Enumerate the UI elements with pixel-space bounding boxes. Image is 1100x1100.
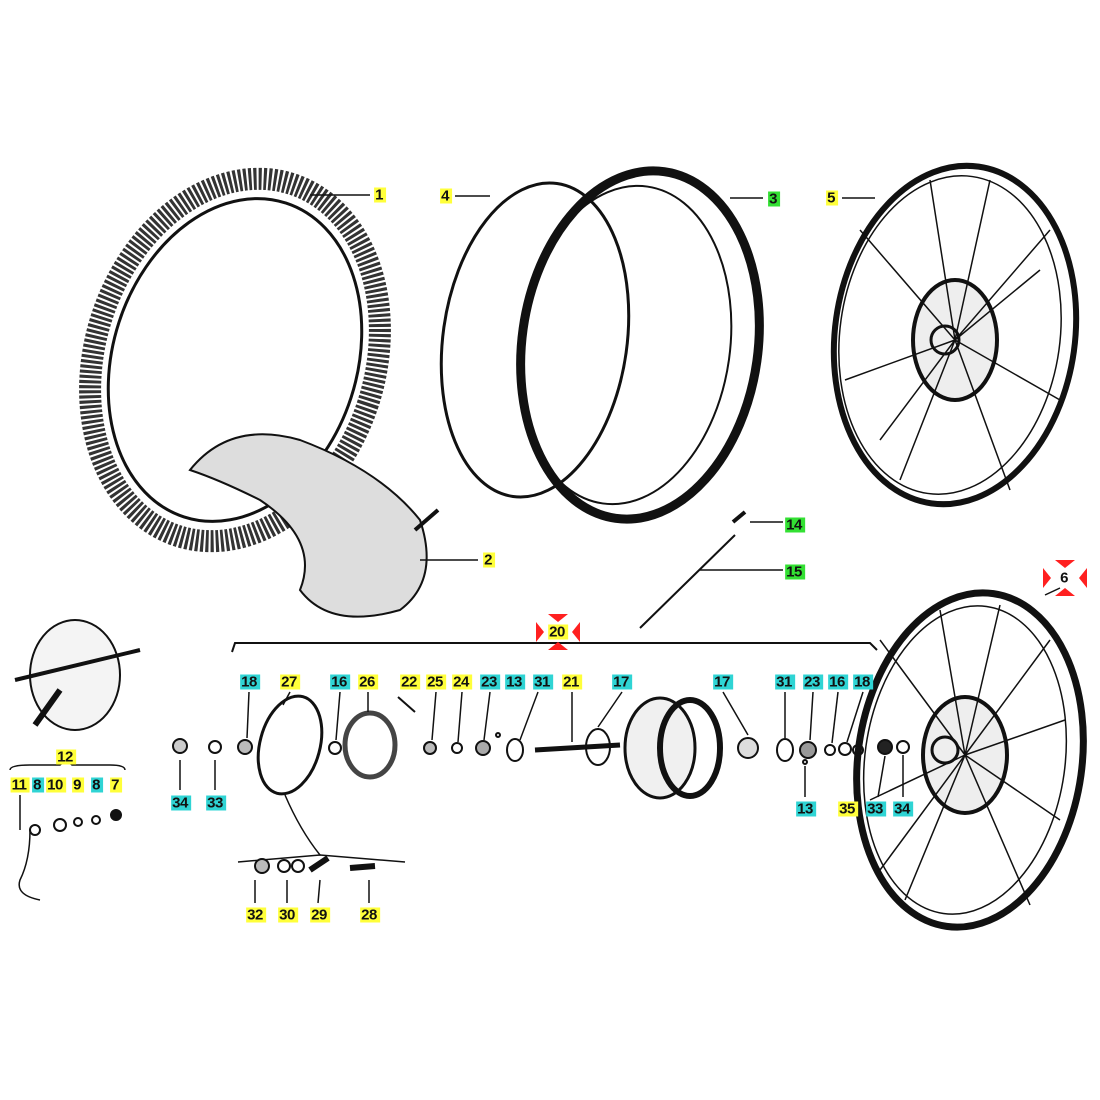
part-label-31[interactable]: 31 bbox=[775, 674, 795, 690]
part-label-27[interactable]: 27 bbox=[280, 674, 300, 690]
part-label-34[interactable]: 34 bbox=[171, 795, 191, 811]
part-label-13[interactable]: 13 bbox=[796, 801, 816, 817]
part-label-35[interactable]: 35 bbox=[838, 801, 858, 817]
part-label-26[interactable]: 26 bbox=[358, 674, 378, 690]
red-highlight-marker-20 bbox=[536, 614, 580, 650]
part-label-17[interactable]: 17 bbox=[612, 674, 632, 690]
part-label-24[interactable]: 24 bbox=[452, 674, 472, 690]
part-label-9[interactable]: 9 bbox=[72, 777, 84, 793]
part-label-15[interactable]: 15 bbox=[785, 564, 805, 580]
part-label-10[interactable]: 10 bbox=[46, 777, 66, 793]
part-label-23[interactable]: 23 bbox=[803, 674, 823, 690]
part-label-32[interactable]: 32 bbox=[246, 907, 266, 923]
part-label-1[interactable]: 1 bbox=[374, 187, 386, 203]
rim-band-drawing bbox=[439, 181, 631, 499]
parts-row bbox=[172, 694, 910, 800]
part-label-7[interactable]: 7 bbox=[110, 777, 122, 793]
part-label-11[interactable]: 11 bbox=[10, 777, 30, 793]
part-label-30[interactable]: 30 bbox=[278, 907, 298, 923]
part-label-31[interactable]: 31 bbox=[533, 674, 553, 690]
red-highlight-marker-6 bbox=[1043, 560, 1087, 596]
part-label-18[interactable]: 18 bbox=[853, 674, 873, 690]
inner-tube-drawing bbox=[188, 433, 428, 618]
part-label-3[interactable]: 3 bbox=[768, 191, 780, 207]
part-label-16[interactable]: 16 bbox=[828, 674, 848, 690]
part-label-4[interactable]: 4 bbox=[440, 188, 452, 204]
part-label-6[interactable]: 6 bbox=[1060, 569, 1068, 587]
part-label-18[interactable]: 18 bbox=[240, 674, 260, 690]
part-label-33[interactable]: 33 bbox=[866, 801, 886, 817]
part-label-17[interactable]: 17 bbox=[713, 674, 733, 690]
part-label-21[interactable]: 21 bbox=[562, 674, 582, 690]
small-hardware bbox=[29, 809, 376, 874]
part-label-2[interactable]: 2 bbox=[483, 552, 495, 568]
part-label-22[interactable]: 22 bbox=[400, 674, 420, 690]
part-label-14[interactable]: 14 bbox=[785, 517, 805, 533]
part-label-23[interactable]: 23 bbox=[480, 674, 500, 690]
part-label-16[interactable]: 16 bbox=[330, 674, 350, 690]
part-label-25[interactable]: 25 bbox=[426, 674, 446, 690]
part-label-13[interactable]: 13 bbox=[505, 674, 525, 690]
part-label-20[interactable]: 20 bbox=[548, 624, 568, 640]
part-label-8[interactable]: 8 bbox=[91, 777, 103, 793]
part-label-12[interactable]: 12 bbox=[56, 749, 76, 765]
part-label-34[interactable]: 34 bbox=[893, 801, 913, 817]
rim-drawing bbox=[516, 166, 764, 524]
part-label-5[interactable]: 5 bbox=[826, 190, 838, 206]
part-label-8[interactable]: 8 bbox=[32, 777, 44, 793]
part-label-28[interactable]: 28 bbox=[360, 907, 380, 923]
part-label-29[interactable]: 29 bbox=[310, 907, 330, 923]
part-label-33[interactable]: 33 bbox=[206, 795, 226, 811]
tire-drawing bbox=[79, 167, 391, 553]
rear-hub-drawing bbox=[14, 619, 141, 731]
spoked-wheel-drawing bbox=[830, 162, 1080, 508]
complete-wheel-drawing bbox=[853, 589, 1087, 931]
